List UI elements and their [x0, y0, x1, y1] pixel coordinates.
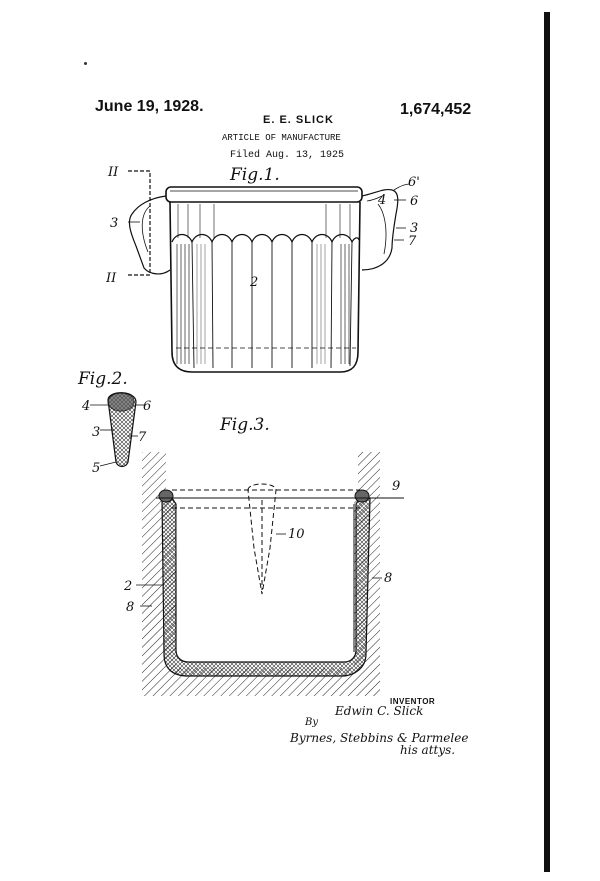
fig1-label-4: 4: [377, 193, 386, 208]
fig1-label: Fig.1.: [229, 165, 280, 185]
signature-inventor: Edwin C. Slick: [335, 704, 424, 718]
fig1-label-3-right: 3: [410, 221, 418, 236]
speck-mark: [84, 62, 87, 65]
inventor-name: E. E. SLICK: [263, 114, 334, 126]
signature-by: By: [305, 717, 318, 728]
patent-date: June 19, 1928.: [95, 98, 204, 115]
fig3-label-8-right: 8: [384, 571, 392, 586]
fig1-label-3-left: 3: [110, 216, 118, 231]
fig2-label-4: 4: [81, 399, 90, 414]
fig3-label: Fig.3.: [219, 415, 270, 435]
fig1-label-7: 7: [408, 234, 417, 249]
fig1-label-2: 2: [249, 275, 258, 290]
fig2-label-7: 7: [138, 430, 147, 445]
fig2-label: Fig.2.: [77, 369, 128, 389]
fig1-label-ii-bottom: II: [105, 271, 117, 286]
page-border-bar: [544, 12, 550, 872]
fig1-label-6: 6: [410, 194, 418, 209]
patent-title: ARTICLE OF MANUFACTURE: [222, 133, 341, 143]
fig3-drawing: [136, 452, 404, 696]
fig3-label-2: 2: [123, 579, 132, 594]
fig2-label-6: 6: [143, 399, 151, 414]
signature-attorneys: Byrnes, Stebbins & Parmelee: [290, 731, 469, 745]
fig1-label-6-prime: 6': [408, 175, 420, 190]
fig2-label-3: 3: [92, 425, 100, 440]
fig2-label-5: 5: [92, 461, 100, 476]
signature-role: his attys.: [400, 743, 456, 757]
fig3-label-9: 9: [392, 479, 400, 494]
fig3-label-8-left: 8: [126, 600, 134, 615]
fig2-drawing: [90, 392, 144, 468]
inventor-label: INVENTOR: [390, 697, 436, 706]
fig1-label-ii-top: II: [107, 165, 119, 180]
filed-date: Filed Aug. 13, 1925: [230, 150, 345, 161]
fig3-label-10: 10: [288, 527, 305, 542]
fig1-drawing: [128, 170, 411, 373]
patent-number: 1,674,452: [400, 101, 472, 118]
